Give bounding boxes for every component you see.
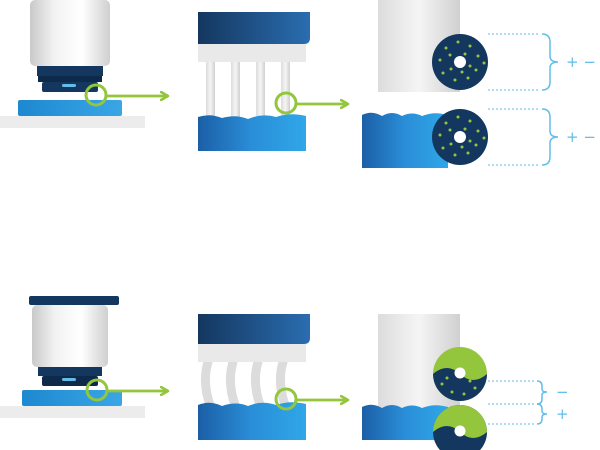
brush-collar [198, 44, 306, 62]
bristle [206, 62, 215, 122]
charge-disk-upper [432, 34, 488, 90]
top-row: + − + − [0, 0, 596, 168]
bristle-curved [200, 357, 215, 410]
bristle-curved [250, 357, 265, 410]
liquid-surface [362, 112, 448, 168]
objective-panel-bottom [0, 296, 168, 418]
objective-body [30, 0, 110, 66]
brace [536, 403, 548, 425]
sample-stage [22, 390, 122, 406]
objective-ring [38, 367, 102, 376]
bottom-row: − + [0, 296, 569, 450]
charge-sign-label: − [556, 383, 569, 401]
charge-sign-label: + − [566, 53, 596, 71]
brace [536, 380, 548, 405]
objective-ring [37, 66, 103, 76]
lens-slot [62, 378, 76, 381]
brush-panel-bottom [198, 314, 348, 440]
charge-disk-lower [432, 109, 488, 165]
guide-lines [488, 380, 535, 425]
liquid-surface [198, 402, 306, 440]
brace [541, 108, 559, 166]
brush-head [198, 314, 310, 344]
objective-ring [38, 76, 102, 82]
bristle [256, 62, 265, 122]
brace [541, 33, 559, 91]
objective-ring [29, 296, 119, 305]
lab-surface [0, 116, 145, 128]
bristle [231, 62, 240, 122]
lens-slot [62, 84, 76, 87]
liquid-surface [362, 404, 448, 440]
charge-disk-upper [433, 347, 487, 401]
brush-head [198, 12, 310, 44]
objective-panel-top [0, 0, 168, 128]
charge-disk-lower [433, 405, 487, 450]
charge-panel-bottom: − + [362, 314, 569, 450]
brush-panel-top [198, 12, 348, 151]
charge-sign-label: + [556, 405, 569, 423]
sample-stage [18, 100, 122, 116]
objective-body [32, 305, 108, 367]
bristle-curved [275, 357, 290, 410]
brush-collar [198, 344, 306, 362]
lab-surface [0, 406, 145, 418]
liquid-surface [198, 114, 306, 151]
guide-lines [488, 33, 540, 166]
bristle-curved [225, 357, 240, 410]
charge-sign-label: + − [566, 128, 596, 146]
charge-panel-top: + − + − [362, 0, 596, 168]
